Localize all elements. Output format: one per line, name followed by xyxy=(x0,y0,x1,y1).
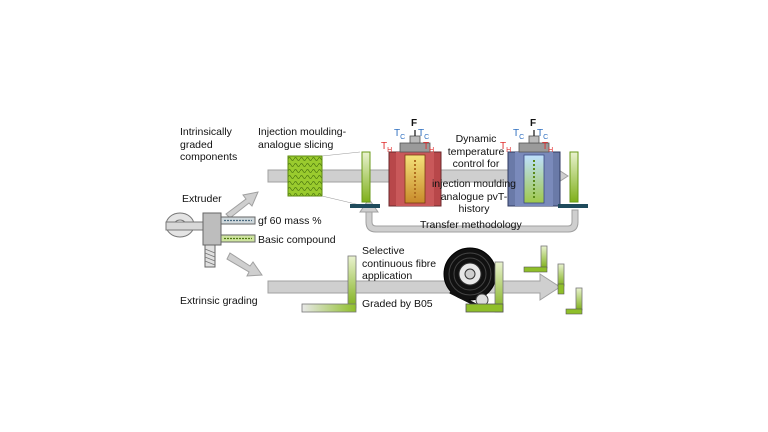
arrow-to-extrinsic xyxy=(226,252,263,277)
slicing-label: Injection moulding- analogue slicing xyxy=(258,126,347,151)
output-l-part-1 xyxy=(523,245,548,273)
dynamic-label: Dynamic temperature control for xyxy=(447,133,505,170)
fibre-tape-roll xyxy=(443,247,500,308)
extrinsic-base-specimen xyxy=(301,255,357,313)
mould-hot xyxy=(388,130,442,207)
th-label-hot-left: TH xyxy=(381,141,393,154)
output-l-part-3 xyxy=(565,287,583,315)
tc-label-cold-right: TC xyxy=(537,128,549,141)
transfer-label: Transfer methodology xyxy=(420,219,522,231)
gf-label: gf 60 mass % xyxy=(258,215,322,227)
tc-label-cold-left: TC xyxy=(513,128,525,141)
selective-label: Selective continuous fibre application xyxy=(362,245,437,282)
arrow-to-intrinsic xyxy=(225,191,259,219)
mould-cold xyxy=(507,130,561,207)
output-specimen-intrinsic xyxy=(558,151,588,208)
extruder-label: Extruder xyxy=(182,193,222,205)
extruder xyxy=(165,212,256,268)
specimen-slice xyxy=(350,151,380,208)
th-label-hot-right: TH xyxy=(423,141,435,154)
intrinsic-label: Intrinsically graded components xyxy=(180,126,238,163)
lower-flow-arrow xyxy=(267,273,561,301)
force-label-cold: F xyxy=(530,118,537,129)
extrinsic-label: Extrinsic grading xyxy=(180,295,258,307)
force-label-hot: F xyxy=(411,118,418,129)
injection-history-label: injection moulding analogue pvT- history xyxy=(431,178,517,215)
extrinsic-l-part xyxy=(465,261,504,313)
graded-label: Graded by B05 xyxy=(362,298,433,310)
tc-label-hot-right: TC xyxy=(418,128,430,141)
tc-label-hot-left: TC xyxy=(394,128,406,141)
output-l-part-2 xyxy=(557,263,565,295)
basic-compound-label: Basic compound xyxy=(258,234,336,246)
th-label-cold-right: TH xyxy=(542,141,554,154)
th-label-cold-left: TH xyxy=(500,141,512,154)
sliced-fibre-block xyxy=(287,151,361,206)
